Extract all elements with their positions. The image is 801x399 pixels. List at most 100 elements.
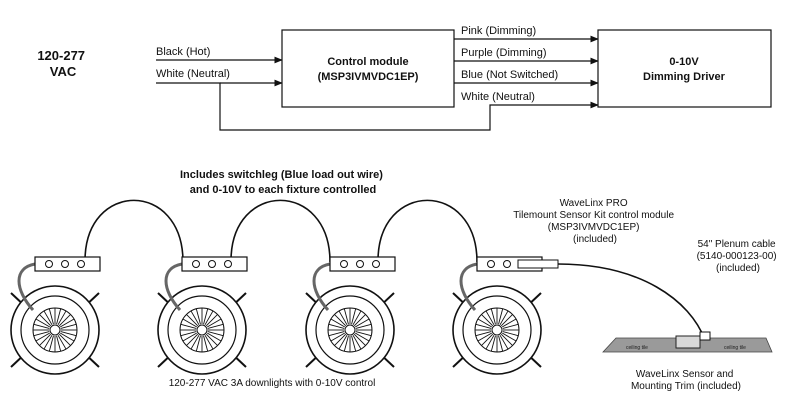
knockout-icon <box>208 260 216 268</box>
heat-sink-fin <box>481 333 494 346</box>
heat-sink-fin <box>343 335 349 352</box>
heat-sink-fin <box>475 323 492 329</box>
wire-white-neutral-line <box>156 82 599 131</box>
heat-sink-fin <box>33 323 50 329</box>
downlights-caption: 120-277 VAC 3A downlights with 0-10V con… <box>169 378 376 389</box>
heat-sink-fin <box>39 314 52 327</box>
heat-sink-fin <box>57 310 67 326</box>
heat-sink-fin <box>190 334 200 350</box>
heat-sink-fin <box>354 318 370 328</box>
knockout-icon <box>356 260 364 268</box>
heat-sink-fin <box>35 318 51 328</box>
sensor-label: WaveLinx Sensor and Mounting Trim (inclu… <box>631 369 741 392</box>
heat-sink-fin <box>499 334 509 350</box>
out-purple-label: Purple (Dimming) <box>461 47 547 59</box>
heat-sink-fin <box>502 331 519 337</box>
heat-sink-fin <box>35 332 51 342</box>
heat-sink-fin <box>186 314 199 327</box>
heat-sink-fin <box>499 310 509 326</box>
plenum-cable-label: 54" Plenum cable (5140-000123-00) (inclu… <box>697 239 780 274</box>
fixture-center <box>344 324 356 336</box>
heat-sink-fin <box>477 318 493 328</box>
heat-sink-fin <box>490 308 496 325</box>
heat-sink-fin <box>43 310 53 326</box>
heat-sink-fin <box>57 334 67 350</box>
heat-sink-fin <box>490 335 496 352</box>
heat-sink-fin <box>334 333 347 346</box>
sensor-kit-label: WaveLinx PRO Tilemount Sensor Kit contro… <box>513 198 677 245</box>
heat-sink-fin <box>328 323 345 329</box>
heat-sink-fin <box>353 333 366 346</box>
downlight-fixture-1 <box>10 256 101 375</box>
wavelinx-sensor <box>675 335 701 349</box>
knockout-icon <box>503 260 511 268</box>
sensor-kit-module <box>517 259 559 269</box>
heat-sink-fin <box>330 318 346 328</box>
heat-sink-fin <box>328 331 345 337</box>
heat-sink-fin <box>204 334 214 350</box>
downlight-fixtures <box>10 256 543 375</box>
heat-sink-fin <box>58 314 71 327</box>
heat-sink-fin <box>58 333 71 346</box>
heat-sink-fin <box>48 308 54 325</box>
heat-sink-fin <box>56 335 62 352</box>
heat-sink-fin <box>39 333 52 346</box>
heat-sink-fin <box>334 314 347 327</box>
driver-title: 0-10V <box>669 56 699 68</box>
fixture-center <box>491 324 503 336</box>
downlight-fixture-4 <box>452 256 543 375</box>
ceiling-tile-label-left: ceiling tile <box>626 345 648 351</box>
heat-sink-fin <box>205 314 218 327</box>
heat-sink-fin <box>33 331 50 337</box>
control-module-box <box>281 29 455 108</box>
wire-white-in-label: White (Neutral) <box>156 68 230 80</box>
heat-sink-fin <box>59 332 75 342</box>
heat-sink-fin <box>343 308 349 325</box>
flex-conduit <box>164 262 183 312</box>
control-module-title: Control module <box>327 56 408 68</box>
ceiling-tile-label-right: ceiling tile <box>724 345 746 351</box>
control-module-part: (MSP3IVMVDC1EP) <box>318 71 419 83</box>
heat-sink-fin <box>498 308 504 325</box>
heat-sink-fin <box>477 332 493 342</box>
fixture-center <box>49 324 61 336</box>
heat-sink-fin <box>355 331 372 337</box>
heat-sink-fin <box>48 335 54 352</box>
switchleg-note: Includes switchleg (Blue load out wire) … <box>180 169 386 196</box>
heat-sink-fin <box>355 323 372 329</box>
heat-sink-fin <box>204 310 214 326</box>
out-pink-label: Pink (Dimming) <box>461 25 536 37</box>
downlight-fixture-2 <box>157 256 248 375</box>
dimming-driver-box <box>597 29 772 108</box>
heat-sink-fin <box>60 331 77 337</box>
heat-sink-fin <box>195 335 201 352</box>
heat-sink-fin <box>60 323 77 329</box>
driver-subtitle: Dimming Driver <box>643 71 726 83</box>
knockout-icon <box>77 260 85 268</box>
flex-conduit <box>17 262 36 312</box>
heat-sink-fin <box>485 310 495 326</box>
heat-sink-fin <box>481 314 494 327</box>
heat-sink-fin <box>501 318 517 328</box>
knockout-icon <box>192 260 200 268</box>
heat-sink-fin <box>353 314 366 327</box>
heat-sink-fin <box>502 323 519 329</box>
knockout-icon <box>340 260 348 268</box>
heat-sink-fin <box>180 323 197 329</box>
heat-sink-fin <box>186 333 199 346</box>
heat-sink-fin <box>498 335 504 352</box>
out-blue-label: Blue (Not Switched) <box>461 69 558 81</box>
heat-sink-fin <box>206 332 222 342</box>
heat-sink-fin <box>180 331 197 337</box>
knockout-icon <box>45 260 53 268</box>
heat-sink-fin <box>338 310 348 326</box>
heat-sink-fin <box>351 335 357 352</box>
heat-sink-fin <box>338 334 348 350</box>
heat-sink-fin <box>56 308 62 325</box>
heat-sink-fin <box>475 331 492 337</box>
heat-sink-fin <box>207 323 224 329</box>
heat-sink-fin <box>352 310 362 326</box>
heat-sink-fin <box>195 308 201 325</box>
sensor-connector <box>699 331 711 341</box>
